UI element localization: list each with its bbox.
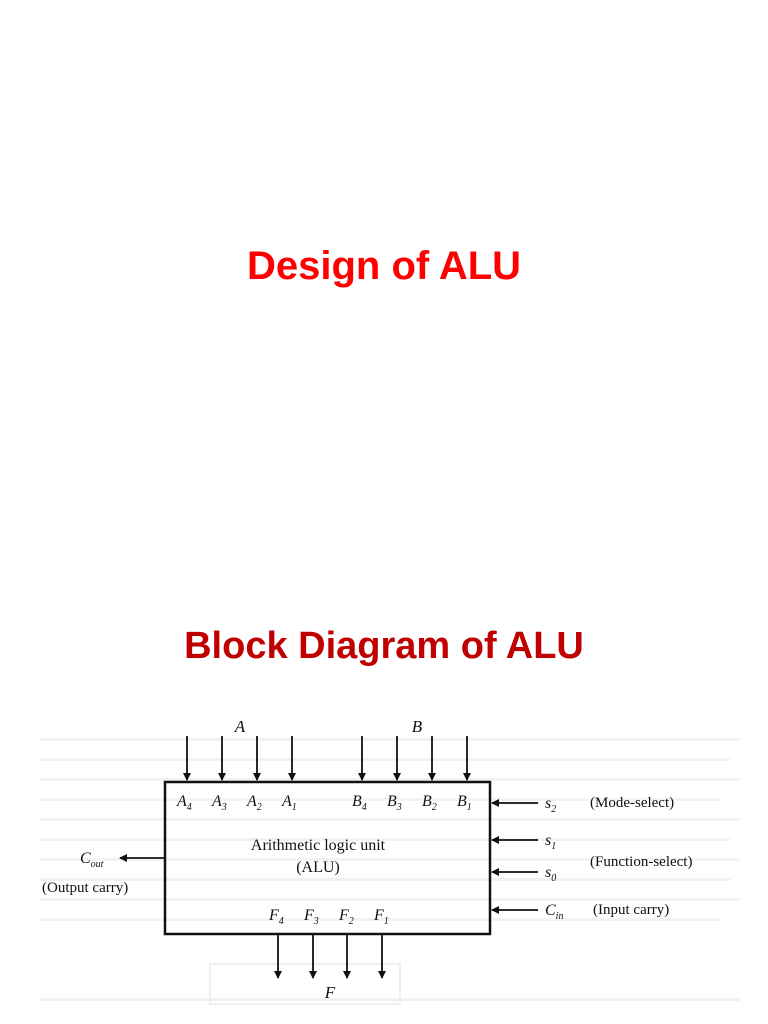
select-input-arrows	[491, 799, 538, 914]
a3-label: A3	[211, 793, 227, 813]
b2-label: B2	[422, 793, 437, 813]
input-group-a-label: A	[234, 717, 246, 736]
slide-title-block-diagram: Block Diagram of ALU	[184, 625, 584, 667]
output-carry-label: (Output carry)	[42, 880, 128, 896]
f3-label: F3	[303, 907, 319, 927]
input-carry-label: (Input carry)	[593, 902, 669, 918]
f2-label: F2	[338, 907, 354, 927]
alu-block-name: Arithmetic logic unit	[251, 837, 386, 854]
slide-title-design-of-alu: Design of ALU	[246, 244, 522, 288]
s2-label: s2	[545, 795, 556, 815]
cout-label: Cout	[80, 850, 104, 870]
b3-label: B3	[387, 793, 402, 813]
output-group-f-label: F	[324, 983, 336, 1002]
s1-label: s1	[545, 832, 556, 852]
alu-block-abbr: (ALU)	[296, 859, 340, 876]
s0-label: s0	[545, 864, 556, 884]
mode-select-label: (Mode-select)	[590, 795, 674, 811]
a-input-arrows	[183, 736, 296, 781]
f-output-arrows	[274, 935, 386, 979]
input-group-b-label: B	[412, 717, 423, 736]
b-input-arrows	[358, 736, 471, 781]
f4-label: F4	[268, 907, 284, 927]
a2-label: A2	[246, 793, 262, 813]
b4-label: B4	[352, 793, 367, 813]
a1-label: A1	[281, 793, 297, 813]
f1-label: F1	[373, 907, 389, 927]
alu-block-diagram: A B A4 A3 A2 A1 B4 B3 B2 B1 Arithmetic l…	[40, 717, 740, 1005]
cin-label: Cin	[545, 902, 563, 922]
scan-bleed-through	[40, 738, 740, 1005]
a4-label: A4	[176, 793, 192, 813]
function-select-label: (Function-select)	[590, 854, 692, 870]
b1-label: B1	[457, 793, 472, 813]
